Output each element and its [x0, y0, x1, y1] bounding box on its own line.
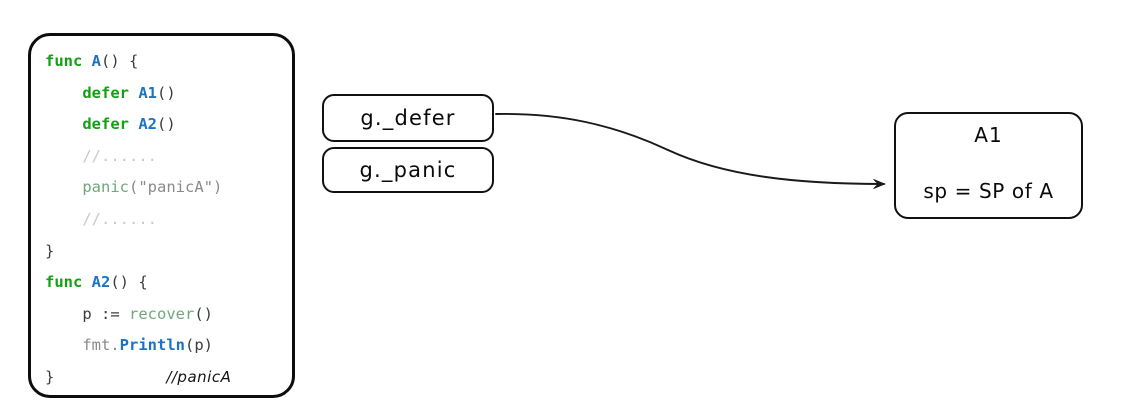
box-g-defer[interactable]: g._defer — [322, 94, 494, 142]
code-token — [54, 368, 166, 386]
code-token: p := — [82, 304, 129, 323]
code-indent — [45, 305, 82, 323]
code-listing: func A() { defer A1() defer A2() //.....… — [45, 46, 284, 394]
defer-to-a1-arrow — [495, 113, 886, 189]
code-indent — [45, 178, 82, 196]
code-token: Println — [119, 336, 185, 355]
box-g-panic-label: g._panic — [359, 158, 457, 182]
box-a1[interactable]: A1 sp = SP of A — [894, 112, 1083, 219]
box-a1-subtitle: sp = SP of A — [923, 179, 1054, 203]
code-line: defer A2() — [45, 109, 284, 141]
code-line: //...... — [45, 141, 284, 173]
code-token: ("panicA") — [129, 178, 223, 197]
code-token: () — [194, 304, 213, 323]
code-line: p := recover() — [45, 299, 284, 331]
box-g-defer-label: g._defer — [360, 106, 456, 130]
box-g-panic[interactable]: g._panic — [322, 147, 494, 193]
code-line: //...... — [45, 204, 284, 236]
code-line: func A2() { — [45, 267, 284, 299]
code-indent — [45, 115, 82, 133]
code-token: defer — [82, 115, 139, 134]
code-token: () { — [110, 273, 148, 292]
code-token: //...... — [82, 209, 157, 228]
code-token: } — [45, 241, 55, 260]
code-line: defer A1() — [45, 78, 284, 110]
code-indent — [45, 336, 82, 354]
code-token: () { — [101, 52, 139, 70]
code-token: func — [45, 52, 92, 70]
code-indent — [45, 147, 82, 165]
code-line: panic("panicA") — [45, 172, 284, 204]
code-token: A1 — [138, 83, 157, 102]
code-indent — [45, 84, 82, 102]
box-a1-title: A1 — [974, 123, 1003, 147]
code-token: recover — [129, 304, 195, 323]
code-token: A2 — [138, 115, 157, 134]
code-token: } — [45, 367, 55, 386]
code-token: A — [91, 52, 102, 70]
code-line: } //panicA — [45, 362, 284, 394]
code-token: //panicA — [166, 367, 232, 386]
code-token: panic — [82, 178, 129, 197]
code-indent — [45, 210, 82, 228]
code-token: () — [157, 115, 176, 134]
code-token: () — [157, 83, 176, 102]
code-line: func A() { — [45, 46, 284, 78]
code-token: defer — [82, 83, 139, 102]
code-panel: func A() { defer A1() defer A2() //.....… — [28, 33, 295, 398]
code-line: fmt.Println(p) — [45, 330, 284, 362]
code-token: fmt. — [82, 336, 120, 355]
code-line: } — [45, 236, 284, 268]
code-token: (p) — [184, 336, 213, 355]
code-token: A2 — [91, 273, 111, 292]
code-token: func — [45, 273, 92, 292]
code-token: //...... — [82, 146, 157, 165]
